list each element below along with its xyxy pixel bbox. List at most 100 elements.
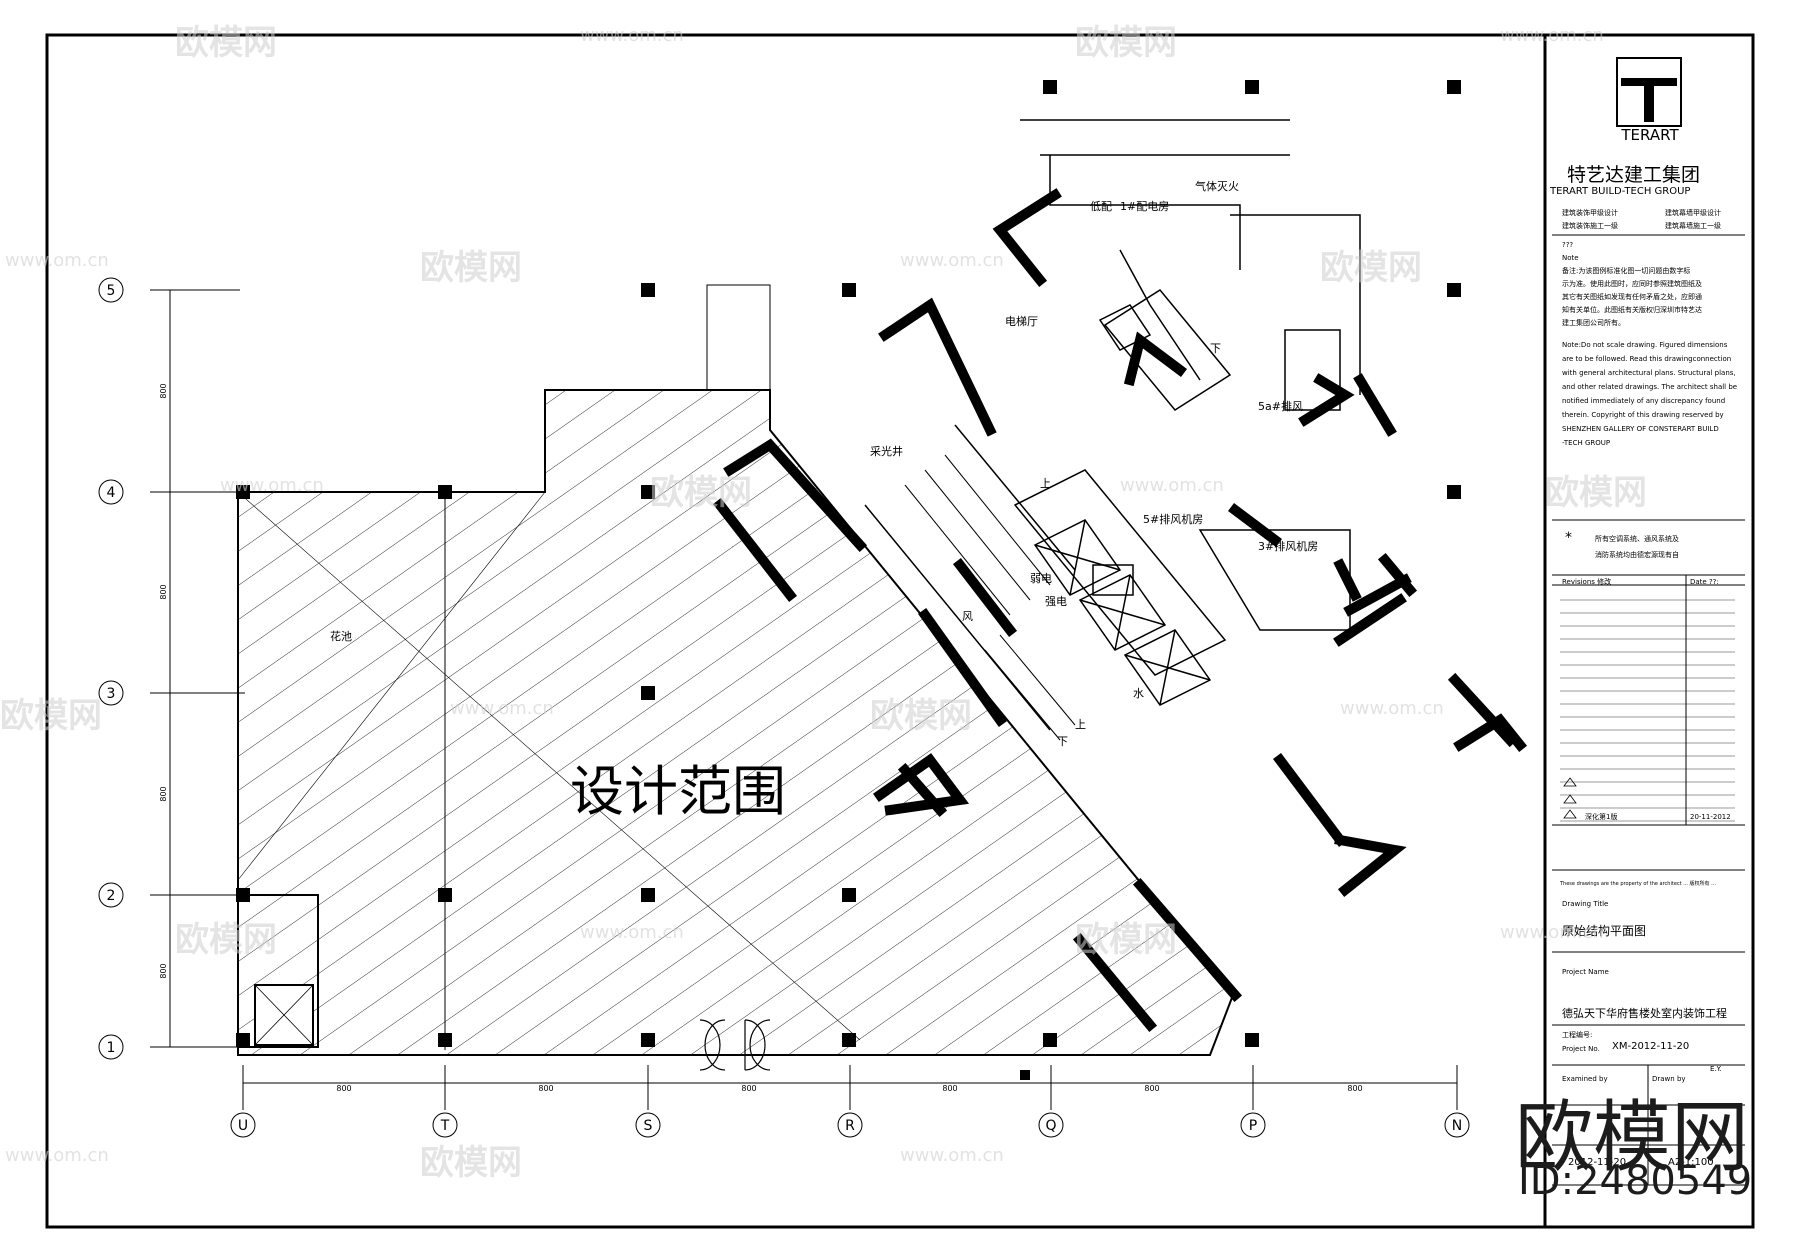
- note-cn-line: 知有关单位。此图纸有关版权归深圳市特艺达: [1562, 306, 1702, 314]
- revision-entry: 深化第1版: [1585, 813, 1618, 821]
- revision-triangles: [1563, 777, 1577, 819]
- project-name-label: Project Name: [1562, 968, 1609, 976]
- stair-up-2: 上: [1075, 718, 1086, 731]
- note-label-1: ???: [1562, 241, 1574, 249]
- qualification-3: 建筑装饰施工一级: [1562, 222, 1618, 230]
- room-elec: 1#配电房: [1120, 200, 1169, 213]
- drawing-title: 原始结构平面图: [1562, 924, 1647, 938]
- col-dim-2: 800: [538, 1084, 553, 1093]
- design-scope-label: 设计范围: [570, 760, 786, 823]
- grid-col-r: R: [845, 1118, 855, 1134]
- note-en-line: are to be followed. Read this drawingcon…: [1562, 355, 1732, 363]
- row-dim-1: 800: [159, 383, 168, 398]
- note-cn-line: 备注:为该图例标准化图一切问题由数字标: [1562, 267, 1691, 275]
- columns: [236, 80, 1461, 1047]
- room-flower-pool: 花池: [330, 630, 352, 643]
- qualification-1: 建筑装饰甲级设计: [1562, 209, 1618, 217]
- room-exhaust-5a: 5a#排风: [1258, 399, 1303, 413]
- note-cn-line: 建工集团公司所有。: [1562, 319, 1625, 327]
- note-label-2: Note: [1562, 254, 1579, 262]
- grid-col-n: N: [1452, 1118, 1462, 1134]
- row-dim-4: 800: [159, 963, 168, 978]
- room-water: 水: [1133, 687, 1144, 700]
- star-icon: *: [1565, 530, 1572, 546]
- logo-mark-t: [1621, 78, 1677, 122]
- stair-down-1: 下: [1210, 342, 1221, 355]
- qualification-4: 建筑幕墙施工一级: [1665, 222, 1721, 230]
- stair-up-1: 上: [1040, 477, 1051, 490]
- room-weak-elec: 弱电: [1030, 572, 1052, 585]
- revisions-label: Revisions 修改: [1562, 578, 1612, 586]
- note-en-line: and other related drawings. The architec…: [1562, 383, 1738, 391]
- drawing-border: [45, 33, 1755, 1229]
- col-dim-1: 800: [336, 1084, 351, 1093]
- col-dim-6: 800: [1347, 1084, 1362, 1093]
- grid-col-u: U: [238, 1118, 248, 1134]
- grid-col-p: P: [1249, 1118, 1257, 1134]
- logo-text: TERART: [1621, 126, 1679, 144]
- sheet-value: A2-1:100: [1668, 1157, 1714, 1168]
- note-cn: 备注:为该图例标准化图一切问题由数字标 示为准。使用此图时，应同时参照建筑图纸及…: [1562, 267, 1742, 328]
- project-no-label: Project No.: [1562, 1045, 1600, 1053]
- watermark-brand-large: 欧模网: [1515, 1093, 1750, 1183]
- core-elevators: [1033, 304, 1212, 706]
- star-note-1: 所有空调系统、通风系统及: [1595, 535, 1679, 543]
- grid-col-s: S: [644, 1118, 653, 1134]
- qualification-2: 建筑幕墙甲级设计: [1665, 209, 1721, 217]
- row-dim-3: 800: [159, 786, 168, 801]
- room-strong-elec: 强电: [1045, 595, 1067, 608]
- note-en-line: -TECH GROUP: [1562, 439, 1611, 447]
- revision-date: 20-11-2012: [1690, 813, 1731, 821]
- room-light-well: 采光井: [870, 444, 903, 458]
- grid-row-5: 5: [107, 283, 116, 299]
- row-dim-2: 800: [159, 584, 168, 599]
- watermark-id: ID:2480549: [1518, 1158, 1753, 1204]
- date-label: Date ??:: [1690, 578, 1719, 586]
- entrance-doors: [699, 1019, 771, 1071]
- fine-print: These drawings are the property of the a…: [1560, 881, 1716, 887]
- shear-walls: [712, 188, 1528, 1080]
- grid-row-2: 2: [107, 888, 116, 904]
- grid-row-1: 1: [107, 1040, 116, 1056]
- room-low-voltage: 低配: [1090, 200, 1112, 213]
- note-en-line: SHENZHEN GALLERY OF CONSTERART BUILD: [1562, 425, 1719, 433]
- drawn-label: Drawn by: [1652, 1075, 1686, 1083]
- bottom-dimension-chain: [242, 1065, 1458, 1110]
- drawing-title-label: Drawing Title: [1562, 900, 1609, 908]
- left-dimension-chain: [150, 289, 245, 1048]
- note-en-line: notified immediately of any discrepancy …: [1562, 397, 1726, 405]
- col-dim-5: 800: [1144, 1084, 1159, 1093]
- note-en-line: with general architectural plans. Struct…: [1562, 369, 1736, 377]
- note-cn-line: 示为准。使用此图时，应同时参照建筑图纸及: [1562, 280, 1702, 288]
- col-dim-4: 800: [942, 1084, 957, 1093]
- note-cn-line: 其它有关图纸如发现有任何矛盾之处，应即通: [1562, 293, 1702, 301]
- examined-label: Examined by: [1562, 1075, 1608, 1083]
- title-block: [1552, 57, 1745, 1186]
- grid-col-t: T: [440, 1118, 450, 1134]
- project-no: XM-2012-11-20: [1612, 1041, 1690, 1052]
- room-gas-fire: 气体灭火: [1195, 179, 1239, 193]
- room-elevator-hall: 电梯厅: [1005, 315, 1038, 328]
- star-note-2: 消防系统均由德宏源现有自: [1595, 551, 1679, 559]
- note-en-line: Note:Do not scale drawing. Figured dimen…: [1562, 341, 1728, 349]
- room-exhaust-5: 5#排风机房: [1143, 512, 1203, 526]
- company-name-en: TERART BUILD-TECH GROUP: [1550, 186, 1691, 197]
- grid-row-3: 3: [107, 686, 116, 702]
- project-name: 德弘天下华府售楼处室内装饰工程: [1562, 1007, 1727, 1020]
- note-en: Note:Do not scale drawing. Figured dimen…: [1562, 336, 1742, 448]
- date-value: 2012-11-20: [1568, 1157, 1627, 1168]
- drawn-value: E.Y.: [1710, 1065, 1722, 1073]
- project-no-cn: 工程编号:: [1562, 1031, 1593, 1039]
- company-name-cn: 特艺达建工集团: [1567, 164, 1701, 186]
- stair: [904, 454, 1076, 741]
- note-en-line: therein. Copyright of this drawing reser…: [1562, 411, 1724, 419]
- grid-col-q: Q: [1045, 1118, 1056, 1134]
- stair-down-2: 下: [1057, 735, 1068, 748]
- revision-rows: [1560, 599, 1735, 822]
- room-wind: 风: [962, 610, 973, 623]
- col-grid-bubbles: [230, 1112, 1470, 1138]
- room-exhaust-3: 3#排风机房: [1258, 539, 1318, 553]
- col-dim-3: 800: [741, 1084, 756, 1093]
- grid-row-4: 4: [107, 485, 116, 501]
